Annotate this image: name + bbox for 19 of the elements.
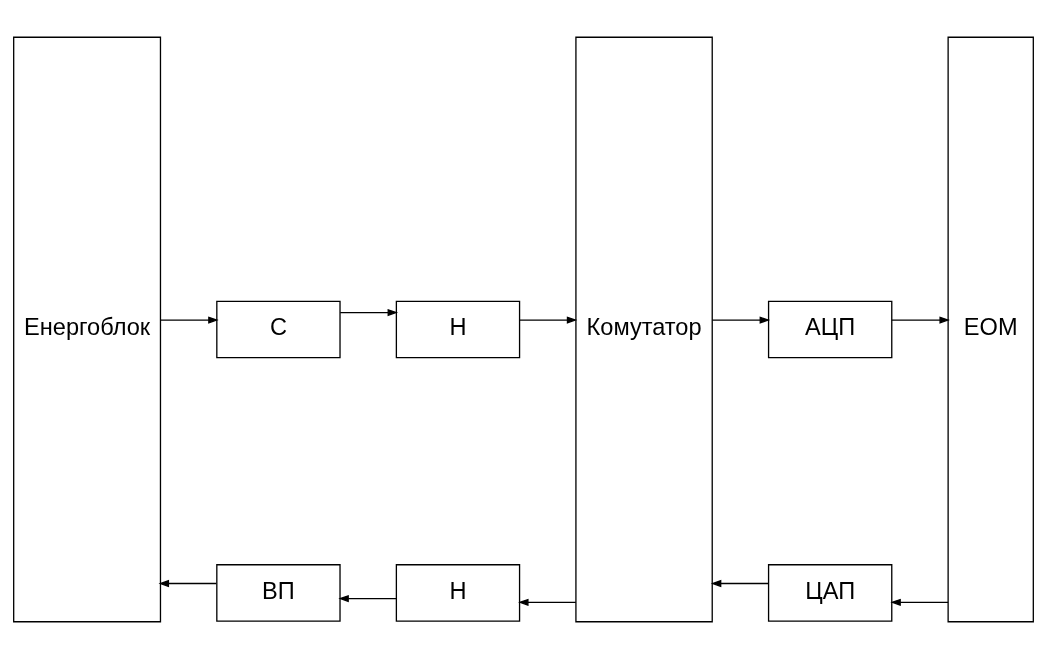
- node-box: АЦП: [767, 300, 893, 358]
- node-box: Н: [395, 300, 521, 358]
- arrow: [891, 315, 950, 324]
- arrow: [338, 594, 397, 602]
- arrow: [518, 598, 577, 606]
- arrow: [158, 579, 217, 587]
- node-box: С: [216, 300, 341, 358]
- node-box: ЦАП: [767, 563, 893, 622]
- node-box: ЕОМ: [947, 36, 1034, 622]
- arrow: [159, 315, 219, 324]
- arrow: [519, 315, 578, 324]
- arrow: [711, 315, 771, 324]
- node-box: Комутатор: [575, 36, 713, 622]
- arrow: [339, 308, 399, 316]
- node-box: ВП: [216, 563, 341, 622]
- node-box: Енергоблок: [13, 36, 162, 622]
- arrow: [890, 598, 949, 606]
- arrow: [710, 579, 769, 587]
- node-box: Н: [395, 563, 521, 622]
